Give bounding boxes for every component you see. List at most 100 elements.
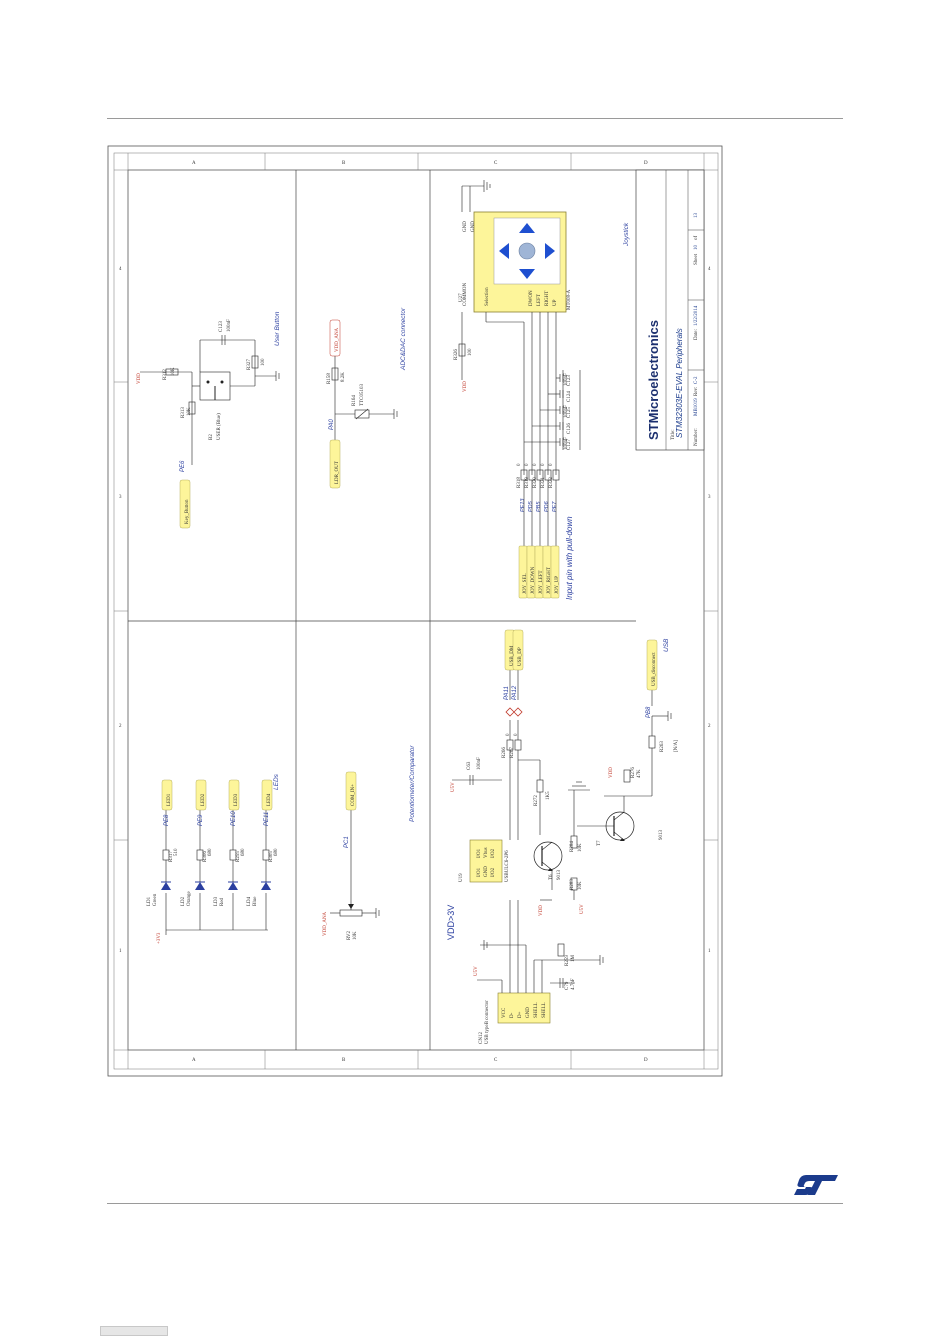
led-section: +3V3 LD1 Green R317 510 PE8 LED1 — [147, 779, 279, 944]
usb-r272-ref: R272 — [534, 795, 539, 806]
usb-r266-val: 0 — [506, 733, 511, 736]
led-ld4-ref: LD4 — [247, 896, 252, 906]
led3-net-flag — [228, 779, 240, 811]
usb-r267-val: 0 — [514, 733, 519, 736]
usb-esd-ic — [469, 839, 503, 883]
usb-pin-dm: D- — [510, 1012, 515, 1018]
ub-r327-ref: R327 — [247, 359, 252, 370]
led1-net-flag — [161, 779, 173, 811]
pot-ref: RV2 — [347, 930, 352, 940]
joystick-r322-val: 0 — [549, 463, 554, 466]
joystick-pin-selection: Selection — [485, 287, 490, 306]
com-in-net-label: COM_IN+ — [351, 784, 356, 806]
led-ld2-ref: LD2 — [181, 896, 186, 906]
joystick-row-left: R320 0 PB5 JOY_LEFT — [533, 463, 544, 599]
adc-r164-ref: R164 — [352, 395, 357, 406]
joy-up-net-label: JOY_UP — [555, 576, 560, 594]
usb-c79-ref: C79 — [565, 981, 570, 990]
usb-5v-label: U5V — [474, 966, 479, 976]
sheet-title: STM32303E-EVAL Peripherals — [675, 328, 684, 438]
adc-r164-val: TTC05103 — [360, 384, 365, 406]
zone-col-c-top: C — [494, 161, 498, 166]
sheet-number: 10 — [694, 245, 699, 251]
user-button-section: VDD R312 10K R313 10K B2 USER (Blue) C12… — [137, 319, 280, 529]
joystick-row-up: R322 0 PE7 JOY_UP — [549, 463, 560, 599]
t7-part: 9013 — [659, 830, 664, 841]
usb-c79-val: 4.7nF — [571, 978, 576, 990]
joystick-pin-down: DWON — [529, 290, 534, 306]
joy-right-net-label: JOY_RIGHT — [547, 567, 552, 594]
led-ld3-res-val: 680 — [241, 848, 246, 856]
usb-r263-ref: R263 — [660, 741, 665, 752]
date-value: 1/22/2014 — [694, 305, 699, 326]
zone-row-1-right: 1 — [708, 949, 711, 954]
joy-left-net-label: JOY_LEFT — [539, 570, 544, 594]
t6-ref: T6 — [549, 874, 554, 880]
pot-val: 10K — [353, 931, 358, 940]
pot-supply-label: VDD_ANA — [323, 911, 328, 936]
usb-ic-part: USBULC6-2P6 — [505, 850, 510, 882]
rev-label: Rev: — [694, 387, 699, 396]
usb-dm-net-label: USB_DM — [510, 645, 515, 666]
joystick-cap-val-3: 100nF — [564, 373, 569, 386]
usb-ic-5v-label: U5V — [451, 782, 456, 792]
ldr-out-net-flag — [329, 439, 341, 489]
usb-disconnect-pin: PB8 — [646, 706, 652, 718]
t6-part: 9013 — [557, 870, 562, 881]
led-ld3-res: R255 — [236, 851, 241, 862]
led1-net-label: LED1 — [167, 793, 172, 806]
joystick-r318: R318 — [517, 477, 522, 488]
joystick-pin-up: UP — [553, 299, 558, 306]
led3-net-label: LED3 — [234, 793, 239, 806]
joystick-cap-val-2: 100nF — [564, 405, 569, 418]
joystick-arrow-down-icon — [545, 243, 555, 259]
usb-vdd-label: VDD — [539, 905, 544, 916]
usb-dp-net-label: USB_DP — [518, 647, 523, 666]
usb-r276-vdd: VDD — [609, 767, 614, 778]
led-ld3: LD3 Red R255 680 PE10 LED3 — [214, 779, 246, 930]
zone-col-d-top: D — [644, 161, 648, 166]
zone-col-d-bottom: D — [644, 1058, 648, 1063]
led-ld4-pin: PE11 — [264, 812, 270, 826]
led-ld1-res-val: 510 — [174, 848, 179, 856]
board-number: MB1019 — [694, 398, 699, 416]
ub-r313-val: 10K — [187, 407, 192, 416]
joystick-vdd-label: VDD — [463, 381, 468, 392]
zone-row-3-left: 3 — [119, 495, 122, 500]
date-label: Date: — [694, 329, 699, 340]
zone-col-a-top: A — [192, 161, 196, 166]
joystick-arrow-right-icon — [519, 269, 535, 279]
led-ld4-color: Blue — [253, 896, 258, 906]
ub-r313-ref: R313 — [181, 407, 186, 418]
joystick-down-pin: PD5 — [528, 500, 534, 512]
usb-dp-pin: PA12 — [512, 685, 518, 700]
joystick-cap-c126: C126 — [567, 423, 572, 434]
joystick-sel-pin: PE13 — [520, 498, 526, 512]
usb-disconnect-net-flag — [646, 639, 658, 691]
of-label: of — [694, 236, 699, 241]
ub-switch-ref: B2 — [209, 434, 214, 440]
usb-ic-pin4: I/O1 — [477, 848, 482, 858]
usb-pin-vcc: VCC — [502, 1007, 507, 1018]
usb-r283-val: 10K — [578, 881, 583, 890]
joystick-r319-val: 0 — [525, 463, 530, 466]
zone-col-a-bottom: A — [192, 1058, 196, 1063]
joystick-ref: U27 — [459, 293, 464, 302]
ub-pin: PE6 — [180, 460, 186, 472]
joystick-r319: R319 — [525, 477, 530, 488]
vdd-note: VDD>3V — [446, 905, 456, 940]
revision: C-2 — [694, 376, 699, 384]
joystick-r326-ref: R326 — [454, 349, 459, 360]
led-supply-label: +3V3 — [157, 932, 162, 944]
ub-c123-val: 100nF — [227, 319, 232, 332]
led2-net-label: LED2 — [201, 793, 206, 806]
usb-ic-pin1: I/O1 — [477, 867, 482, 877]
joystick-cap-c123: C123 — [567, 375, 572, 386]
usb-r283-ref: R283 — [570, 879, 575, 890]
adc-r158-val: 8.2K — [341, 372, 346, 382]
joystick-arrow-up-icon — [499, 243, 509, 259]
ub-switch-desc: USER (Blue) — [217, 413, 222, 440]
usb-ic-pin3: I/O2 — [491, 867, 496, 877]
joystick-r318-val: 0 — [517, 463, 522, 466]
potentiometer-section: VDD_ANA RV2 10K PC1 COM_IN+ — [323, 771, 380, 940]
